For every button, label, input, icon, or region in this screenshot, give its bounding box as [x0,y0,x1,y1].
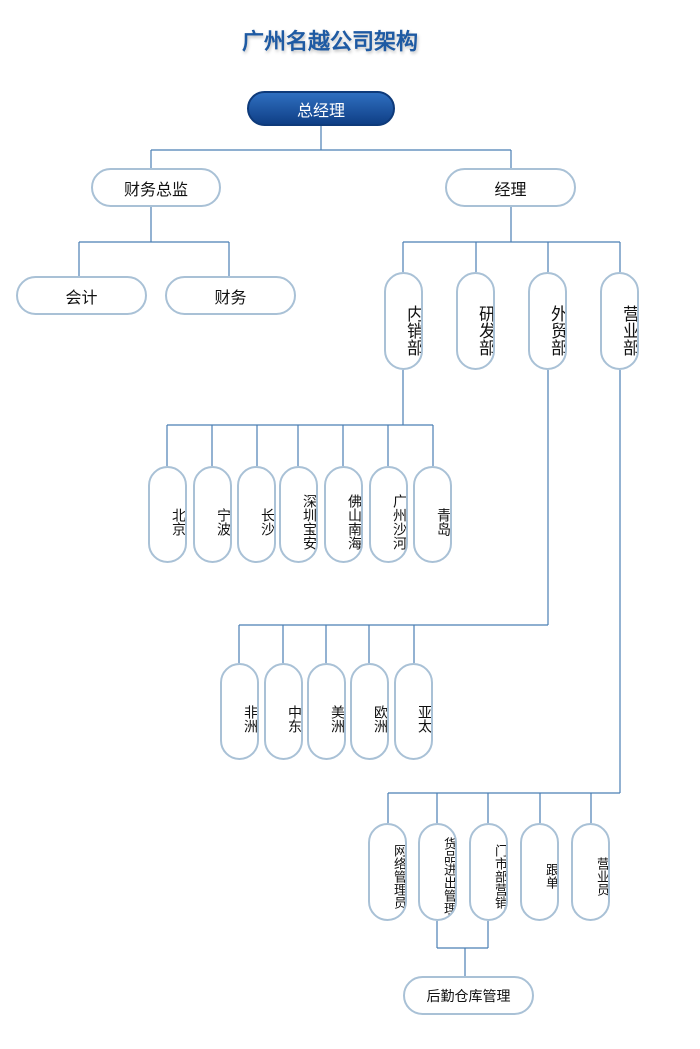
foreign-region-node: 中东 [264,663,303,760]
manager-node: 经理 [445,168,576,207]
finance-director-node: 财务总监 [91,168,221,207]
foreign-region-node: 欧洲 [350,663,389,760]
page-title: 广州名越公司架构 [241,30,418,55]
foreign-region-node: 亚太 [394,663,433,760]
foreign-region-node: 非洲 [220,663,259,760]
region-node: 北京 [148,466,187,563]
general-manager-node: 总经理 [247,91,395,126]
business-role-node: 网络管理员 [368,823,407,921]
region-node: 长沙 [237,466,276,563]
business-role-node: 跟单 [520,823,559,921]
domestic-sales-dept-node: 内销部 [384,272,423,370]
logistics-warehouse-node: 后勤仓库管理 [403,976,534,1015]
region-node: 青岛 [413,466,452,563]
business-role-node: 营业员 [571,823,610,921]
rnd-dept-node: 研发部 [456,272,495,370]
business-role-node: 货品进出管理 [418,823,457,921]
region-node: 广州沙河 [369,466,408,563]
business-dept-node: 营业部 [600,272,639,370]
region-node: 佛山南海 [324,466,363,563]
foreign-trade-dept-node: 外贸部 [528,272,567,370]
region-node: 宁波 [193,466,232,563]
region-node: 深圳宝安 [279,466,318,563]
finance-node: 财务 [165,276,296,315]
accounting-node: 会计 [16,276,147,315]
business-role-node: 门市部营销 [469,823,508,921]
foreign-region-node: 美洲 [307,663,346,760]
